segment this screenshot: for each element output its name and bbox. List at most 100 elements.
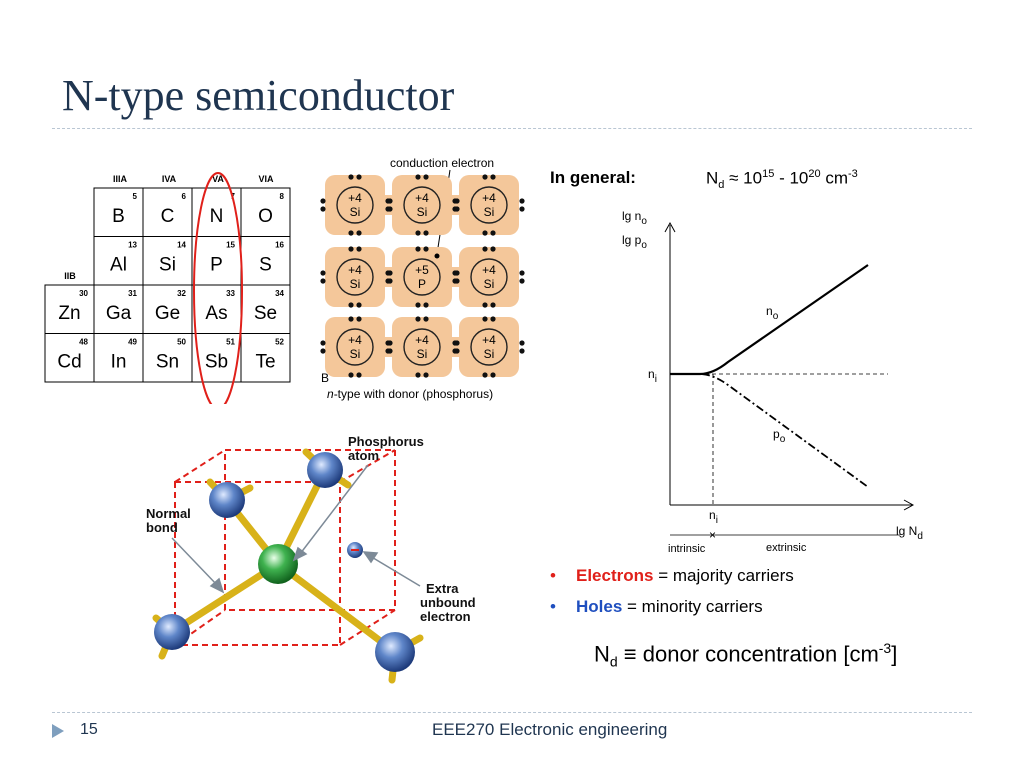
element-cell: 15P <box>191 236 242 286</box>
electron-pair <box>387 340 393 354</box>
electron-pair <box>519 340 525 354</box>
region-divider-mark: × <box>709 528 716 542</box>
silicon-atom: +4Si <box>470 328 508 366</box>
element-cell: 6C <box>142 187 193 237</box>
slide-title: N-type semiconductor <box>62 71 455 120</box>
silicon-lattice-diagram: conduction electron +4Si+4Si+4Si+4Si+5P+… <box>320 156 525 401</box>
atom-symbol: Si <box>350 277 361 291</box>
extra-electron-label-line1: Extra <box>426 581 459 596</box>
electron-pair <box>519 270 525 284</box>
electron-pair <box>348 372 362 378</box>
normal-bond-label-line1: Normal <box>146 506 191 521</box>
y-label-p: lg po <box>622 233 647 251</box>
atomic-number: 49 <box>128 338 137 347</box>
phosphorus-pointer <box>299 464 369 555</box>
normal-bond-pointer-arrowhead <box>209 577 225 594</box>
atomic-number: 32 <box>177 289 186 298</box>
element-symbol: S <box>259 255 272 276</box>
electron-pair <box>320 270 326 284</box>
p0-curve-label: po <box>773 427 786 445</box>
electron-pair <box>348 174 362 180</box>
electron-pair <box>415 302 429 308</box>
extra-electron-pointer <box>369 555 421 587</box>
atom-charge: +4 <box>482 191 496 205</box>
element-symbol: Ge <box>155 303 180 324</box>
in-general-label: In general: <box>550 168 636 187</box>
element-symbol: In <box>111 352 127 373</box>
electron-pair <box>320 198 326 212</box>
atomic-number: 33 <box>226 289 235 298</box>
electron-pair <box>415 174 429 180</box>
atom-charge: +4 <box>348 333 362 347</box>
group-va-highlight-ellipse <box>193 172 243 404</box>
electron-pair <box>348 316 362 322</box>
atom-symbol: Si <box>417 347 428 361</box>
phosphorus-bond-illustration: Phosphorus atom Normal bond Extra unboun… <box>146 434 476 684</box>
atom-charge: +4 <box>482 263 496 277</box>
atom-symbol: Si <box>350 205 361 219</box>
lattice-panel-letter: B <box>321 371 329 385</box>
y-axis-arrow-icon <box>664 221 676 233</box>
element-symbol: Sb <box>205 352 228 373</box>
atomic-number: 5 <box>133 192 138 201</box>
conduction-electron-dot <box>434 253 440 259</box>
bullet-dot-icon: • <box>550 566 556 585</box>
element-symbol: N <box>210 206 224 227</box>
electron-pair <box>415 230 429 236</box>
intrinsic-region-label: intrinsic <box>668 543 706 555</box>
extra-electron-pointer-arrowhead <box>362 551 379 564</box>
atomic-number: 30 <box>79 289 88 298</box>
silicon-atom: +4Si <box>403 328 441 366</box>
electron-pair <box>482 230 496 236</box>
element-symbol: Zn <box>58 303 80 324</box>
electron-pair <box>482 372 496 378</box>
atomic-number: 48 <box>79 338 88 347</box>
footer-divider <box>52 712 972 713</box>
atom-charge: +4 <box>415 333 429 347</box>
atomic-number: 16 <box>275 241 284 250</box>
bond-bridge <box>375 267 402 287</box>
element-symbol: C <box>161 206 175 227</box>
extrinsic-region-label: extrinsic <box>766 542 807 554</box>
donor-concentration-definition: Nd ≡ donor concentration [cm-3] <box>594 640 898 670</box>
phosphorus-atom <box>258 544 298 584</box>
silicon-atom: +4Si <box>336 186 374 224</box>
normal-bond-pointer <box>171 537 219 587</box>
element-symbol: Sn <box>156 352 179 373</box>
group-label-iib: IIB <box>64 271 76 281</box>
phosphorus-atom-label-line2: atom <box>348 448 379 463</box>
element-cell: 8O <box>240 187 291 237</box>
silicon-atom-top-right <box>307 452 343 488</box>
conduction-electron-label: conduction electron <box>390 156 494 170</box>
electron-pair <box>454 340 460 354</box>
title-divider <box>52 128 972 129</box>
electron-pair <box>348 302 362 308</box>
electron-pair <box>482 316 496 322</box>
element-cell: 5B <box>93 187 144 237</box>
electron-pair <box>387 270 393 284</box>
bond-bridge <box>442 267 469 287</box>
atom-symbol: Si <box>350 347 361 361</box>
footer-triangle-icon <box>52 724 64 738</box>
donor-range-formula: Nd ≈ 1015 - 1020 cm-3 <box>706 168 858 192</box>
bullet-dot-icon: • <box>550 597 556 616</box>
atom-symbol: Si <box>417 205 428 219</box>
element-symbol: Ga <box>106 303 132 324</box>
ni-x-label: ni <box>709 508 718 526</box>
atom-charge: +4 <box>348 263 362 277</box>
n0-curve-label: no <box>766 304 779 322</box>
electron-pair <box>482 174 496 180</box>
atom-symbol: Si <box>484 205 495 219</box>
silicon-atom: +4Si <box>403 186 441 224</box>
group-label-iiia: IIIA <box>113 174 128 184</box>
bond-bridge <box>375 195 402 215</box>
phosphorus-donor-atom: +5P <box>403 258 441 296</box>
